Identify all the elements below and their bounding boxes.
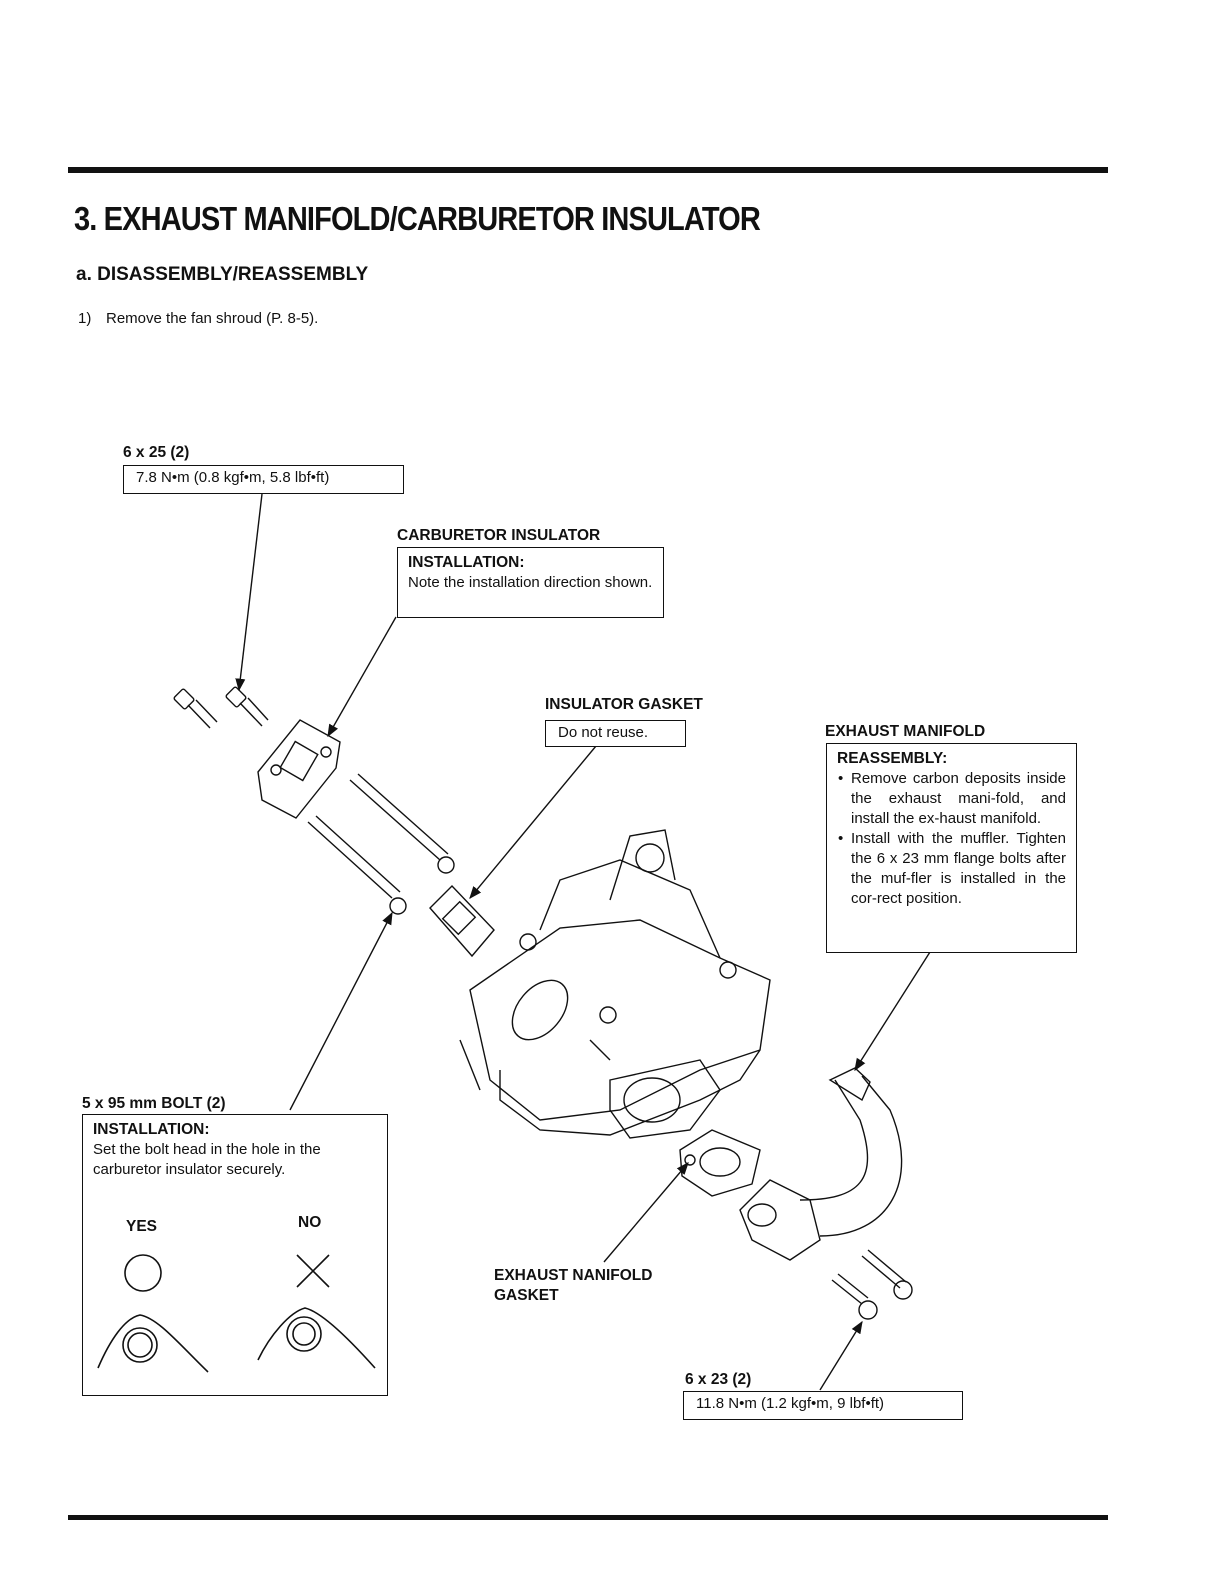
step-text: Remove the fan shroud (P. 8-5). [106,310,319,327]
step-number: 1) [78,310,92,327]
bolt-5x95-text: Set the bolt head in the hole in the car… [93,1141,321,1178]
exhaust-manifold-bullets: Remove carbon deposits inside the exhaus… [837,769,1066,909]
exhaust-manifold-note: REASSEMBLY: Remove carbon deposits insid… [826,743,1077,953]
insulator-gasket-label: INSULATOR GASKET [545,696,703,713]
bolt-6x23-torque-box: 11.8 N•m (1.2 kgf•m, 9 lbf•ft) [683,1391,963,1420]
bottom-rule [68,1515,1108,1520]
carburetor-insulator-label: CARBURETOR INSULATOR [397,527,601,544]
bolt-6x25-right [225,686,269,727]
top-rule [68,167,1108,173]
bolt-5x95-note: INSTALLATION: Set the bolt head in the h… [82,1114,388,1396]
exhaust-manifold-label: EXHAUST MANIFOLD [825,723,986,740]
insulator-gasket-part [429,884,495,958]
bolt-6x25-label: 6 x 25 (2) [123,444,190,461]
carburetor-insulator-part [257,719,341,819]
bolt-5x95-label: 5 x 95 mm BOLT (2) [82,1095,226,1112]
bolt-6x25-torque: 7.8 N•m (0.8 kgf•m, 5.8 lbf•ft) [136,469,330,486]
no-bolt-seat-icon [257,1307,376,1369]
bolt-6x23-pair [831,1249,913,1320]
cylinder-head-part [459,829,771,1139]
exhaust-manifold-gasket-part [679,1129,761,1197]
bolt-6x23-label: 6 x 23 (2) [685,1371,752,1388]
exhaust-manifold-part [739,1067,903,1261]
exhaust-gasket-label-line2: GASKET [494,1287,559,1304]
exhaust-manifold-bullet: Install with the muffler. Tighten the 6 … [838,829,1066,909]
bolt-5x95-heading: INSTALLATION: [93,1121,210,1138]
carburetor-insulator-note: INSTALLATION: Note the installation dire… [397,547,664,618]
exhaust-manifold-heading: REASSEMBLY: [837,750,948,767]
insulator-gasket-note-box: Do not reuse. [545,720,686,747]
section-subtitle: a. DISASSEMBLY/REASSEMBLY [76,264,369,285]
yes-label: YES [126,1218,158,1235]
exhaust-manifold-bullet: Remove carbon deposits inside the exhaus… [838,769,1066,829]
no-cross-icon [296,1254,330,1288]
bolt-5x95-upper [349,773,455,874]
insulator-gasket-note: Do not reuse. [558,724,649,741]
bolt-6x25-torque-box: 7.8 N•m (0.8 kgf•m, 5.8 lbf•ft) [123,465,404,494]
carburetor-insulator-text: Note the installation direction shown. [408,574,653,591]
bolt-6x25-left [173,688,218,729]
exhaust-gasket-label-line1: EXHAUST NANIFOLD [494,1267,653,1284]
no-label: NO [298,1214,322,1231]
bolt-5x95-lower [307,815,407,915]
page-title: 3. EXHAUST MANIFOLD/CARBURETOR INSULATOR [74,200,761,237]
carburetor-insulator-heading: INSTALLATION: [408,554,525,571]
yes-bolt-seat-icon [97,1314,209,1373]
bolt-6x23-torque: 11.8 N•m (1.2 kgf•m, 9 lbf•ft) [696,1395,885,1412]
yes-circle-icon [124,1254,162,1292]
step-1: 1) Remove the fan shroud (P. 8-5). [78,310,318,327]
